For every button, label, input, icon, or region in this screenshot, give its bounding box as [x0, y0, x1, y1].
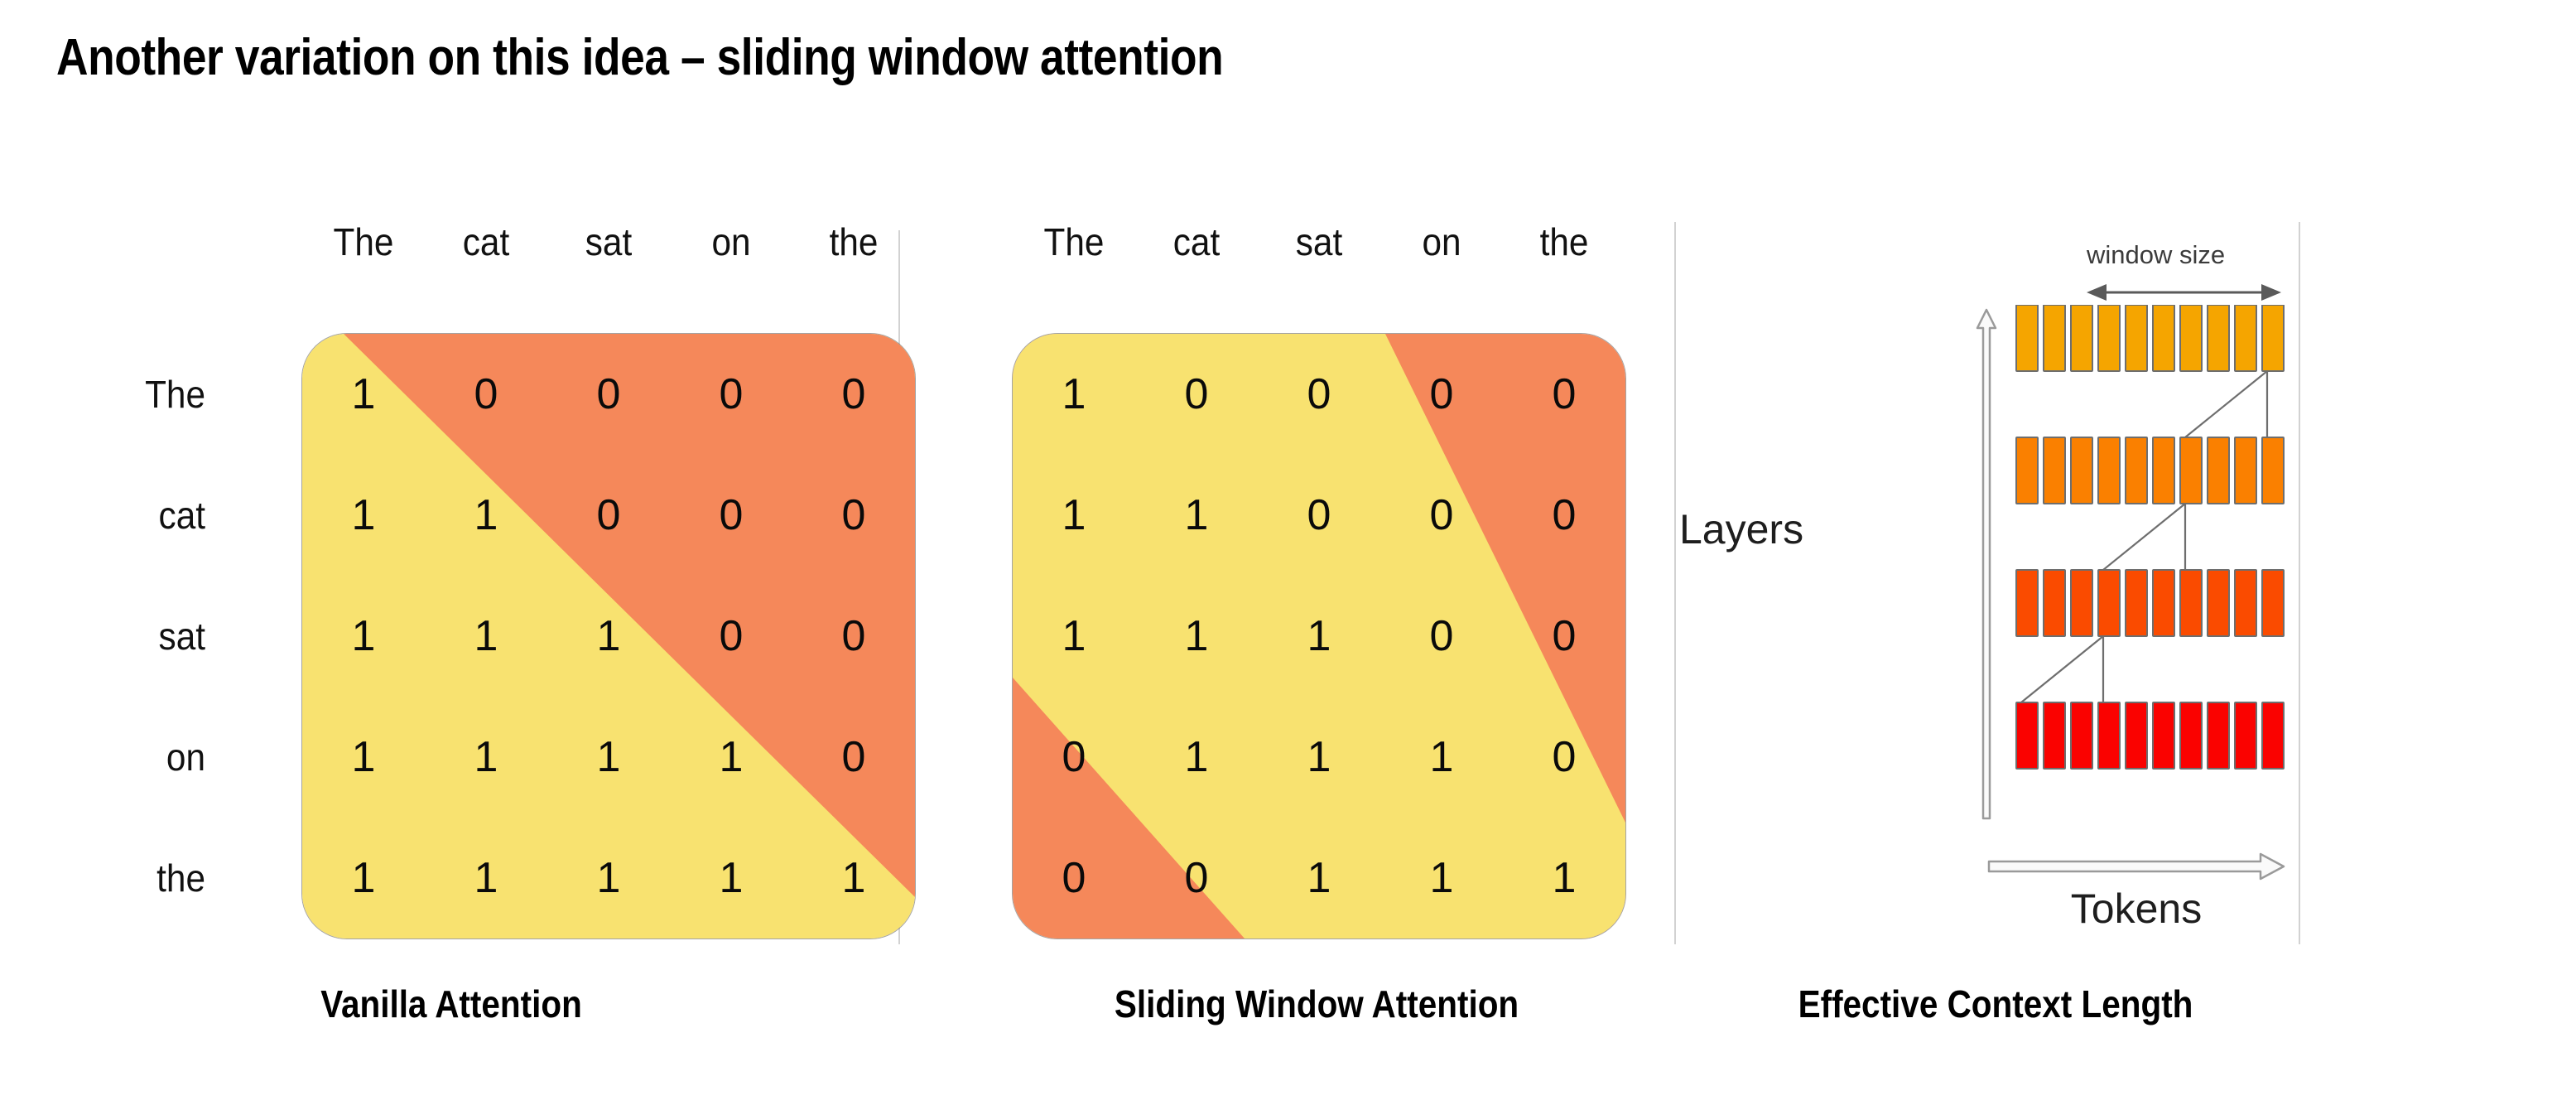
matrix-cell: 0	[719, 491, 744, 539]
tokens-right-arrow-icon	[1987, 852, 2285, 881]
row-label: on	[166, 736, 205, 779]
row-label: The	[145, 373, 205, 416]
matrix-cell: 1	[351, 370, 376, 418]
sliding-cell-grid: 1 0 0 0 0 1 1 0 0 0 1 1 1 0 0 0 1 1 1 0 …	[1013, 334, 1625, 939]
column-header: sat	[1295, 220, 1343, 263]
column-header: on	[711, 220, 751, 263]
matrix-cell: 1	[474, 491, 498, 539]
row-label: the	[156, 856, 205, 900]
matrix-cell: 0	[596, 491, 621, 539]
column-header: the	[1539, 220, 1589, 263]
column-header: the	[829, 220, 879, 263]
row-label: sat	[158, 615, 205, 658]
matrix-cell: 0	[1429, 612, 1454, 660]
matrix-cell: 1	[1552, 854, 1577, 902]
row-label: cat	[158, 494, 205, 537]
column-header-row: The cat sat on the	[302, 220, 915, 264]
sliding-mask-shading	[1013, 334, 1625, 939]
effective-context-length-caption: Effective Context Length	[1798, 982, 2193, 1025]
vanilla-cell-grid: 1 0 0 0 0 1 1 0 0 0 1 1 1 0 0 1 1 1 1 0 …	[302, 334, 915, 939]
matrix-cell: 1	[351, 612, 376, 660]
matrix-cell: 1	[841, 854, 866, 902]
matrix-cell: 0	[841, 733, 866, 781]
column-header-row: The cat sat on the	[1013, 220, 1625, 264]
matrix-cell: 0	[841, 612, 866, 660]
matrix-cell: 0	[1062, 854, 1086, 902]
matrix-cell: 0	[1062, 733, 1086, 781]
window-size-label: window size	[2087, 240, 2226, 269]
matrix-cell: 0	[1552, 491, 1577, 539]
matrix-cell: 1	[1184, 491, 1209, 539]
window-size-double-arrow-icon	[2087, 282, 2281, 303]
column-header: on	[1422, 220, 1461, 263]
panel-divider	[2299, 222, 2300, 944]
sliding-window-attention-caption: Sliding Window Attention	[1114, 982, 1519, 1025]
matrix-cell: 1	[351, 491, 376, 539]
matrix-cell: 0	[841, 491, 866, 539]
matrix-cell: 0	[719, 370, 744, 418]
row-label-column: The cat sat on the	[73, 334, 205, 939]
matrix-cell: 1	[1429, 733, 1454, 781]
panel-divider	[1674, 222, 1676, 944]
matrix-cell: 0	[596, 370, 621, 418]
matrix-cell: 1	[1307, 733, 1331, 781]
matrix-cell: 1	[596, 733, 621, 781]
matrix-cell: 1	[1062, 491, 1086, 539]
column-header: sat	[585, 220, 633, 263]
sliding-mask-grid: 1 0 0 0 0 1 1 0 0 0 1 1 1 0 0 0 1 1 1 0 …	[1013, 334, 1625, 939]
matrix-cell: 1	[1429, 854, 1454, 902]
matrix-cell: 1	[474, 733, 498, 781]
vanilla-attention-caption: Vanilla Attention	[320, 982, 582, 1025]
matrix-cell: 0	[1184, 370, 1209, 418]
matrix-cell: 1	[474, 612, 498, 660]
matrix-cell: 0	[1307, 491, 1331, 539]
matrix-cell: 1	[1307, 854, 1331, 902]
matrix-cell: 1	[474, 854, 498, 902]
matrix-cell: 0	[1307, 370, 1331, 418]
vanilla-mask-grid: 1 0 0 0 0 1 1 0 0 0 1 1 1 0 0 1 1 1 1 0 …	[302, 334, 915, 939]
matrix-cell: 0	[1552, 733, 1577, 781]
matrix-cell: 0	[1552, 370, 1577, 418]
layers-up-arrow-icon	[1974, 306, 1999, 820]
column-header: cat	[462, 220, 510, 263]
matrix-cell: 1	[596, 612, 621, 660]
page-title: Another variation on this idea – sliding…	[56, 29, 1224, 86]
tokens-axis-label: Tokens	[2070, 885, 2203, 932]
matrix-cell: 1	[719, 733, 744, 781]
matrix-cell: 0	[1552, 612, 1577, 660]
matrix-cell: 1	[1184, 733, 1209, 781]
matrix-cell: 0	[474, 370, 498, 418]
column-header: The	[333, 220, 394, 263]
matrix-cell: 1	[596, 854, 621, 902]
matrix-cell: 1	[1307, 612, 1331, 660]
matrix-cell: 0	[841, 370, 866, 418]
layers-axis-label: Layers	[1679, 506, 1804, 552]
column-header: cat	[1172, 220, 1221, 263]
matrix-cell: 1	[351, 733, 376, 781]
matrix-cell: 0	[1429, 370, 1454, 418]
matrix-cell: 0	[1184, 854, 1209, 902]
matrix-cell: 1	[1184, 612, 1209, 660]
matrix-cell: 1	[1062, 370, 1086, 418]
matrix-cell: 1	[351, 854, 376, 902]
matrix-cell: 0	[719, 612, 744, 660]
layer-token-bars	[2014, 305, 2287, 827]
matrix-cell: 1	[719, 854, 744, 902]
matrix-cell: 0	[1429, 491, 1454, 539]
matrix-cell: 1	[1062, 612, 1086, 660]
effective-context-length-panel: window size Layers	[1674, 222, 2299, 944]
vanilla-mask-shading	[302, 334, 915, 939]
column-header: The	[1043, 220, 1105, 263]
